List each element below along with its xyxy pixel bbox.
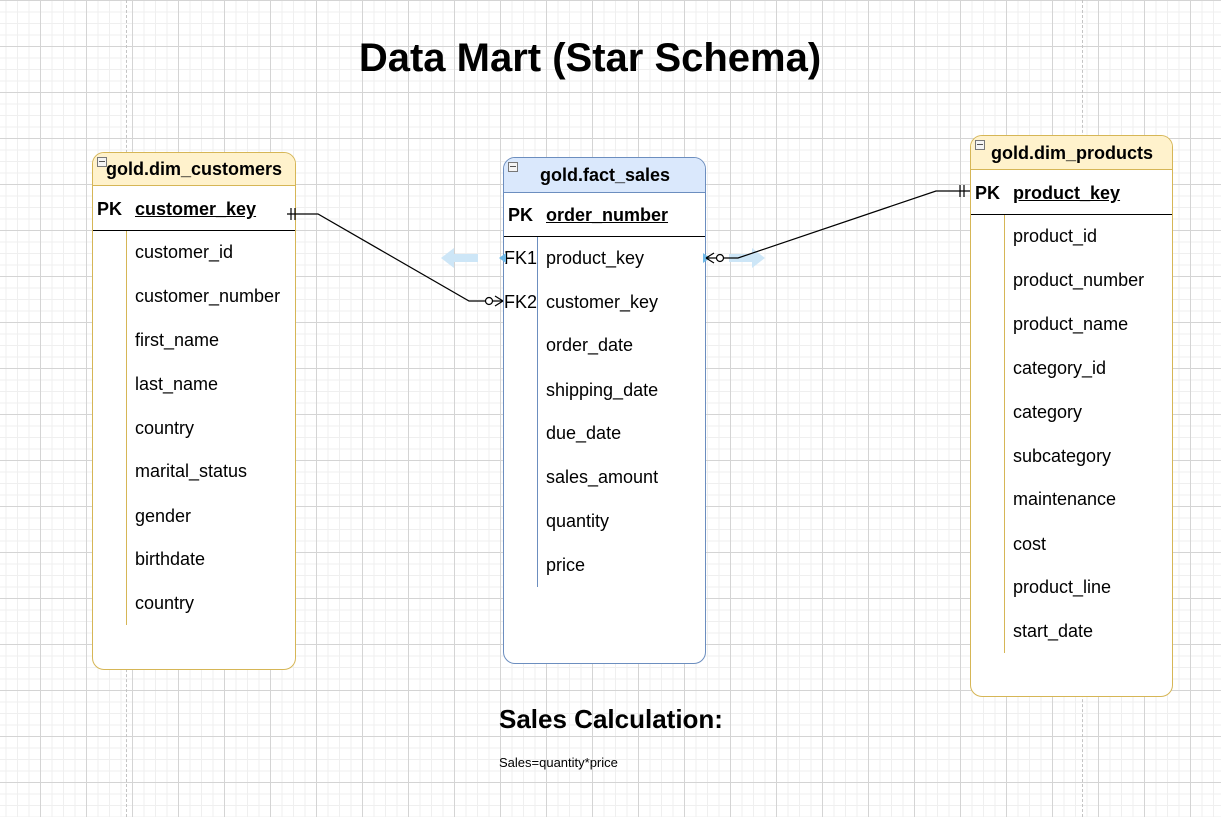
pk-label: PK [97, 199, 123, 219]
primary-key-row[interactable]: PK customer_key [93, 186, 295, 231]
relationship-products-to-sales[interactable] [705, 185, 970, 264]
table-name: gold.fact_sales [540, 165, 671, 185]
field-row[interactable]: cost [1013, 534, 1047, 554]
field-row[interactable]: birthdate [135, 549, 206, 569]
pk-field-name: order_number [546, 205, 669, 225]
table-header[interactable]: gold.dim_products [971, 136, 1172, 170]
primary-key-row[interactable]: PK product_key [971, 170, 1172, 215]
hint-arrow-small-left-icon [499, 253, 506, 263]
column-divider [1004, 215, 1005, 653]
table-header[interactable]: gold.fact_sales [504, 158, 705, 193]
field-row[interactable]: country [135, 418, 195, 438]
field-row[interactable]: customer_key [546, 292, 659, 312]
hint-arrow-left-icon [441, 248, 478, 268]
field-row[interactable]: category_id [1013, 358, 1107, 378]
field-row[interactable]: product_id [1013, 226, 1098, 246]
table-name: gold.dim_products [991, 143, 1153, 163]
field-row[interactable]: subcategory [1013, 446, 1112, 466]
sales-calculation-title: Sales Calculation: [499, 704, 723, 734]
field-row[interactable]: first_name [135, 330, 220, 350]
field-row[interactable]: last_name [135, 374, 219, 394]
pk-label: PK [508, 205, 534, 225]
field-row[interactable]: category [1013, 402, 1083, 422]
field-row[interactable]: start_date [1013, 621, 1094, 641]
fk-label: FK1 [504, 248, 538, 268]
relationship-customers-to-sales[interactable] [287, 208, 504, 307]
field-row[interactable]: product_number [1013, 270, 1145, 290]
pk-label: PK [975, 183, 1001, 203]
table-name: gold.dim_customers [106, 159, 283, 179]
diagram-title: Data Mart (Star Schema) [358, 36, 822, 80]
collapse-icon[interactable] [508, 162, 518, 172]
field-row[interactable]: gender [135, 506, 192, 526]
table-header[interactable]: gold.dim_customers [93, 153, 295, 186]
pk-field-name: product_key [1013, 183, 1121, 203]
field-row[interactable]: customer_number [135, 286, 281, 306]
field-row[interactable]: price [546, 555, 586, 575]
field-row[interactable]: country [135, 593, 195, 613]
field-row[interactable]: sales_amount [546, 467, 659, 487]
field-row[interactable]: customer_id [135, 242, 234, 262]
field-row[interactable]: shipping_date [546, 380, 659, 400]
field-row[interactable]: marital_status [135, 461, 248, 481]
hint-arrow-right-icon [729, 248, 765, 268]
collapse-icon[interactable] [97, 157, 107, 167]
fk-label: FK2 [504, 292, 538, 312]
column-divider [537, 237, 538, 587]
column-divider [126, 231, 127, 625]
field-row[interactable]: product_name [1013, 314, 1129, 334]
table-dim-products[interactable]: gold.dim_products PK product_key product… [970, 135, 1173, 697]
collapse-icon[interactable] [975, 140, 985, 150]
field-row[interactable]: product_key [546, 248, 645, 268]
field-row[interactable]: product_line [1013, 577, 1112, 597]
field-row[interactable]: quantity [546, 511, 610, 531]
table-fact-sales[interactable]: gold.fact_sales PK order_number FK1 FK2 … [503, 157, 706, 664]
field-row[interactable]: maintenance [1013, 489, 1117, 509]
pk-field-name: customer_key [135, 199, 257, 219]
table-dim-customers[interactable]: gold.dim_customers PK customer_key custo… [92, 152, 296, 670]
field-row[interactable]: order_date [546, 335, 634, 355]
field-row[interactable]: due_date [546, 423, 622, 443]
sales-calculation-formula: Sales=quantity*price [499, 755, 618, 770]
primary-key-row[interactable]: PK order_number [504, 193, 705, 237]
